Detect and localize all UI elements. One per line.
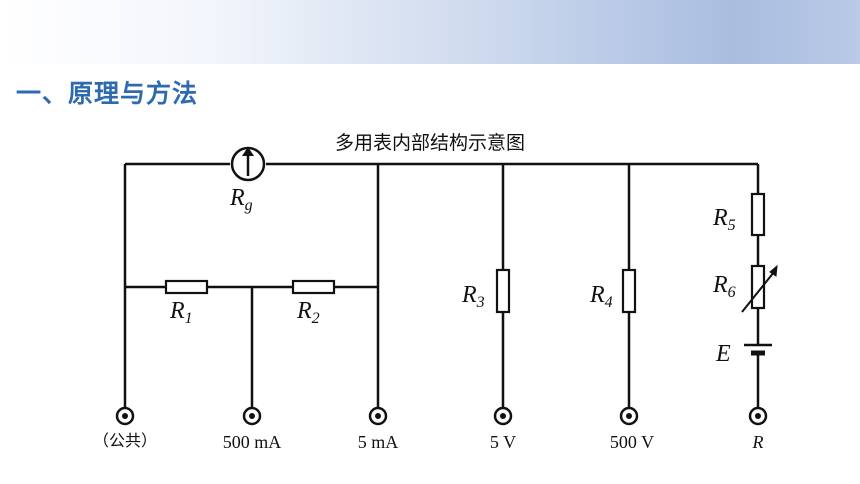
terminal-r (748, 406, 768, 426)
r3-label: R3 (461, 282, 485, 311)
variable-arrow-icon (741, 264, 778, 313)
r5-resistor (750, 192, 766, 237)
battery-symbol (744, 343, 772, 356)
r3-resistor (495, 268, 511, 314)
terminal-500ma (242, 406, 262, 426)
terminal-common (115, 406, 135, 426)
terminal-5v (493, 406, 513, 426)
diagram-title: 多用表内部结构示意图 (334, 132, 525, 154)
terminal-label: 500 V (610, 432, 654, 452)
r4-label: R4 (589, 282, 613, 311)
terminal-500v (619, 406, 639, 426)
galvanometer-symbol (230, 146, 266, 182)
r6-label: R6 (712, 272, 736, 301)
rg-label: Rg (229, 185, 253, 214)
r2-label: R2 (296, 298, 320, 327)
r5-label: R5 (712, 205, 736, 234)
e-label: E (715, 341, 731, 367)
top-banner (0, 0, 860, 64)
terminal-5ma (368, 406, 388, 426)
r1-resistor (164, 279, 209, 295)
terminal-label: 5 mA (358, 432, 399, 452)
r2-resistor (291, 279, 336, 295)
section-heading: 一、原理与方法 (16, 79, 199, 108)
terminal-label: R (752, 432, 764, 452)
r4-resistor (621, 268, 637, 314)
terminal-label: （公共） (93, 431, 157, 450)
r1-label: R1 (169, 298, 193, 327)
terminal-label: 500 mA (223, 432, 282, 452)
terminal-label: 5 V (490, 432, 516, 452)
